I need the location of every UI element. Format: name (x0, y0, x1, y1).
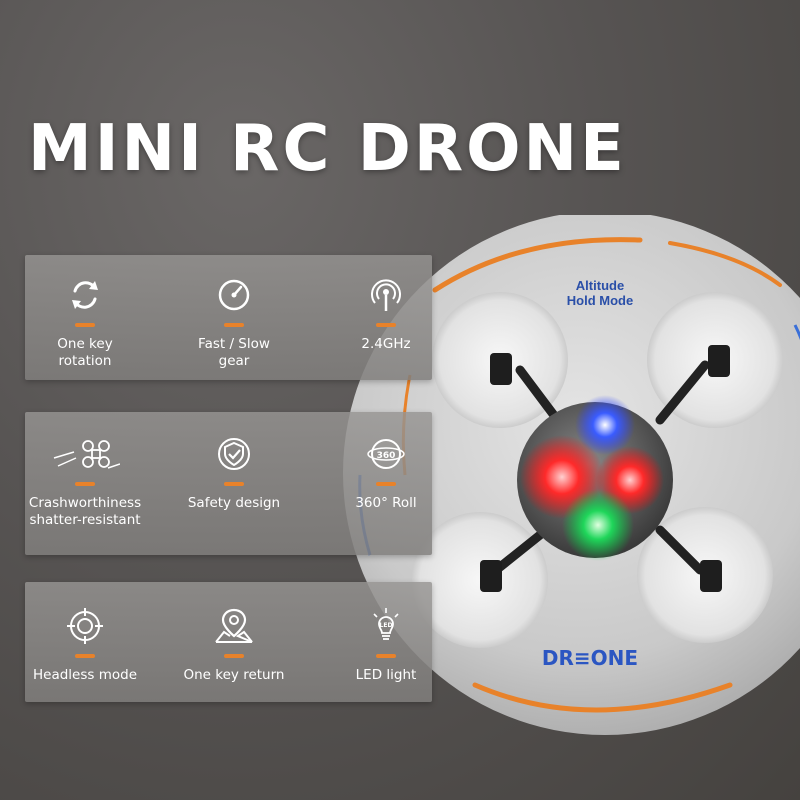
accent-bar (224, 654, 244, 658)
accent-bar (376, 654, 396, 658)
speedometer-icon (218, 279, 250, 311)
feature-label: Crashworthiness shatter-resistant (28, 495, 142, 528)
feature-led-light: LED LED light (318, 606, 454, 684)
feature-headless-mode: Headless mode (17, 606, 153, 684)
signal-icon (371, 279, 401, 311)
feature-label: 360° Roll (355, 495, 417, 511)
rotation-icon (72, 281, 98, 309)
feature-360-roll: 360 360° Roll (318, 434, 454, 512)
feature-label: LED light (355, 667, 417, 683)
altitude-badge-line1: Altitude (576, 278, 624, 293)
accent-bar (224, 323, 244, 327)
map-pin-icon (215, 608, 253, 643)
svg-text:LED: LED (380, 622, 393, 629)
page-title: MINI RC DRONE (28, 112, 627, 186)
headless-target-icon (67, 608, 103, 644)
roll-360-icon: 360 (367, 439, 405, 469)
drone-logo: DR≡ONE (542, 646, 638, 670)
feature-one-key-return: One key return (166, 606, 302, 684)
accent-bar (376, 323, 396, 327)
feature-one-key-rotation: One key rotation (17, 275, 153, 370)
feature-label: 2.4GHz (361, 336, 411, 352)
crash-drone-icon (53, 440, 120, 469)
feature-label: Fast / Slow gear (198, 336, 270, 369)
accent-bar (75, 323, 95, 327)
feature-safety-design: Safety design (166, 434, 302, 512)
feature-panel-1: One key rotation Fast / Slow gear 2.4GHz (25, 255, 432, 380)
accent-bar (75, 482, 95, 486)
feature-crashworthiness: Crashworthiness shatter-resistant (17, 434, 153, 529)
shield-check-icon (218, 438, 250, 470)
accent-bar (224, 482, 244, 486)
feature-fast-slow-gear: Fast / Slow gear (166, 275, 302, 370)
feature-label: Safety design (187, 495, 281, 511)
feature-panel-3: Headless mode One key return LED LED lig… (25, 582, 432, 702)
feature-panel-2: Crashworthiness shatter-resistant Safety… (25, 412, 432, 555)
feature-label: Headless mode (33, 667, 137, 683)
feature-2-4ghz: 2.4GHz (318, 275, 454, 353)
accent-bar (75, 654, 95, 658)
feature-label: One key return (183, 667, 285, 683)
svg-text:360: 360 (377, 451, 396, 461)
altitude-badge-line2: Hold Mode (567, 293, 633, 308)
led-bulb-icon: LED (373, 608, 399, 640)
feature-label: One key rotation (57, 336, 113, 369)
drone-illustration: Altitude Hold Mode DR≡ONE (340, 215, 800, 745)
accent-bar (376, 482, 396, 486)
